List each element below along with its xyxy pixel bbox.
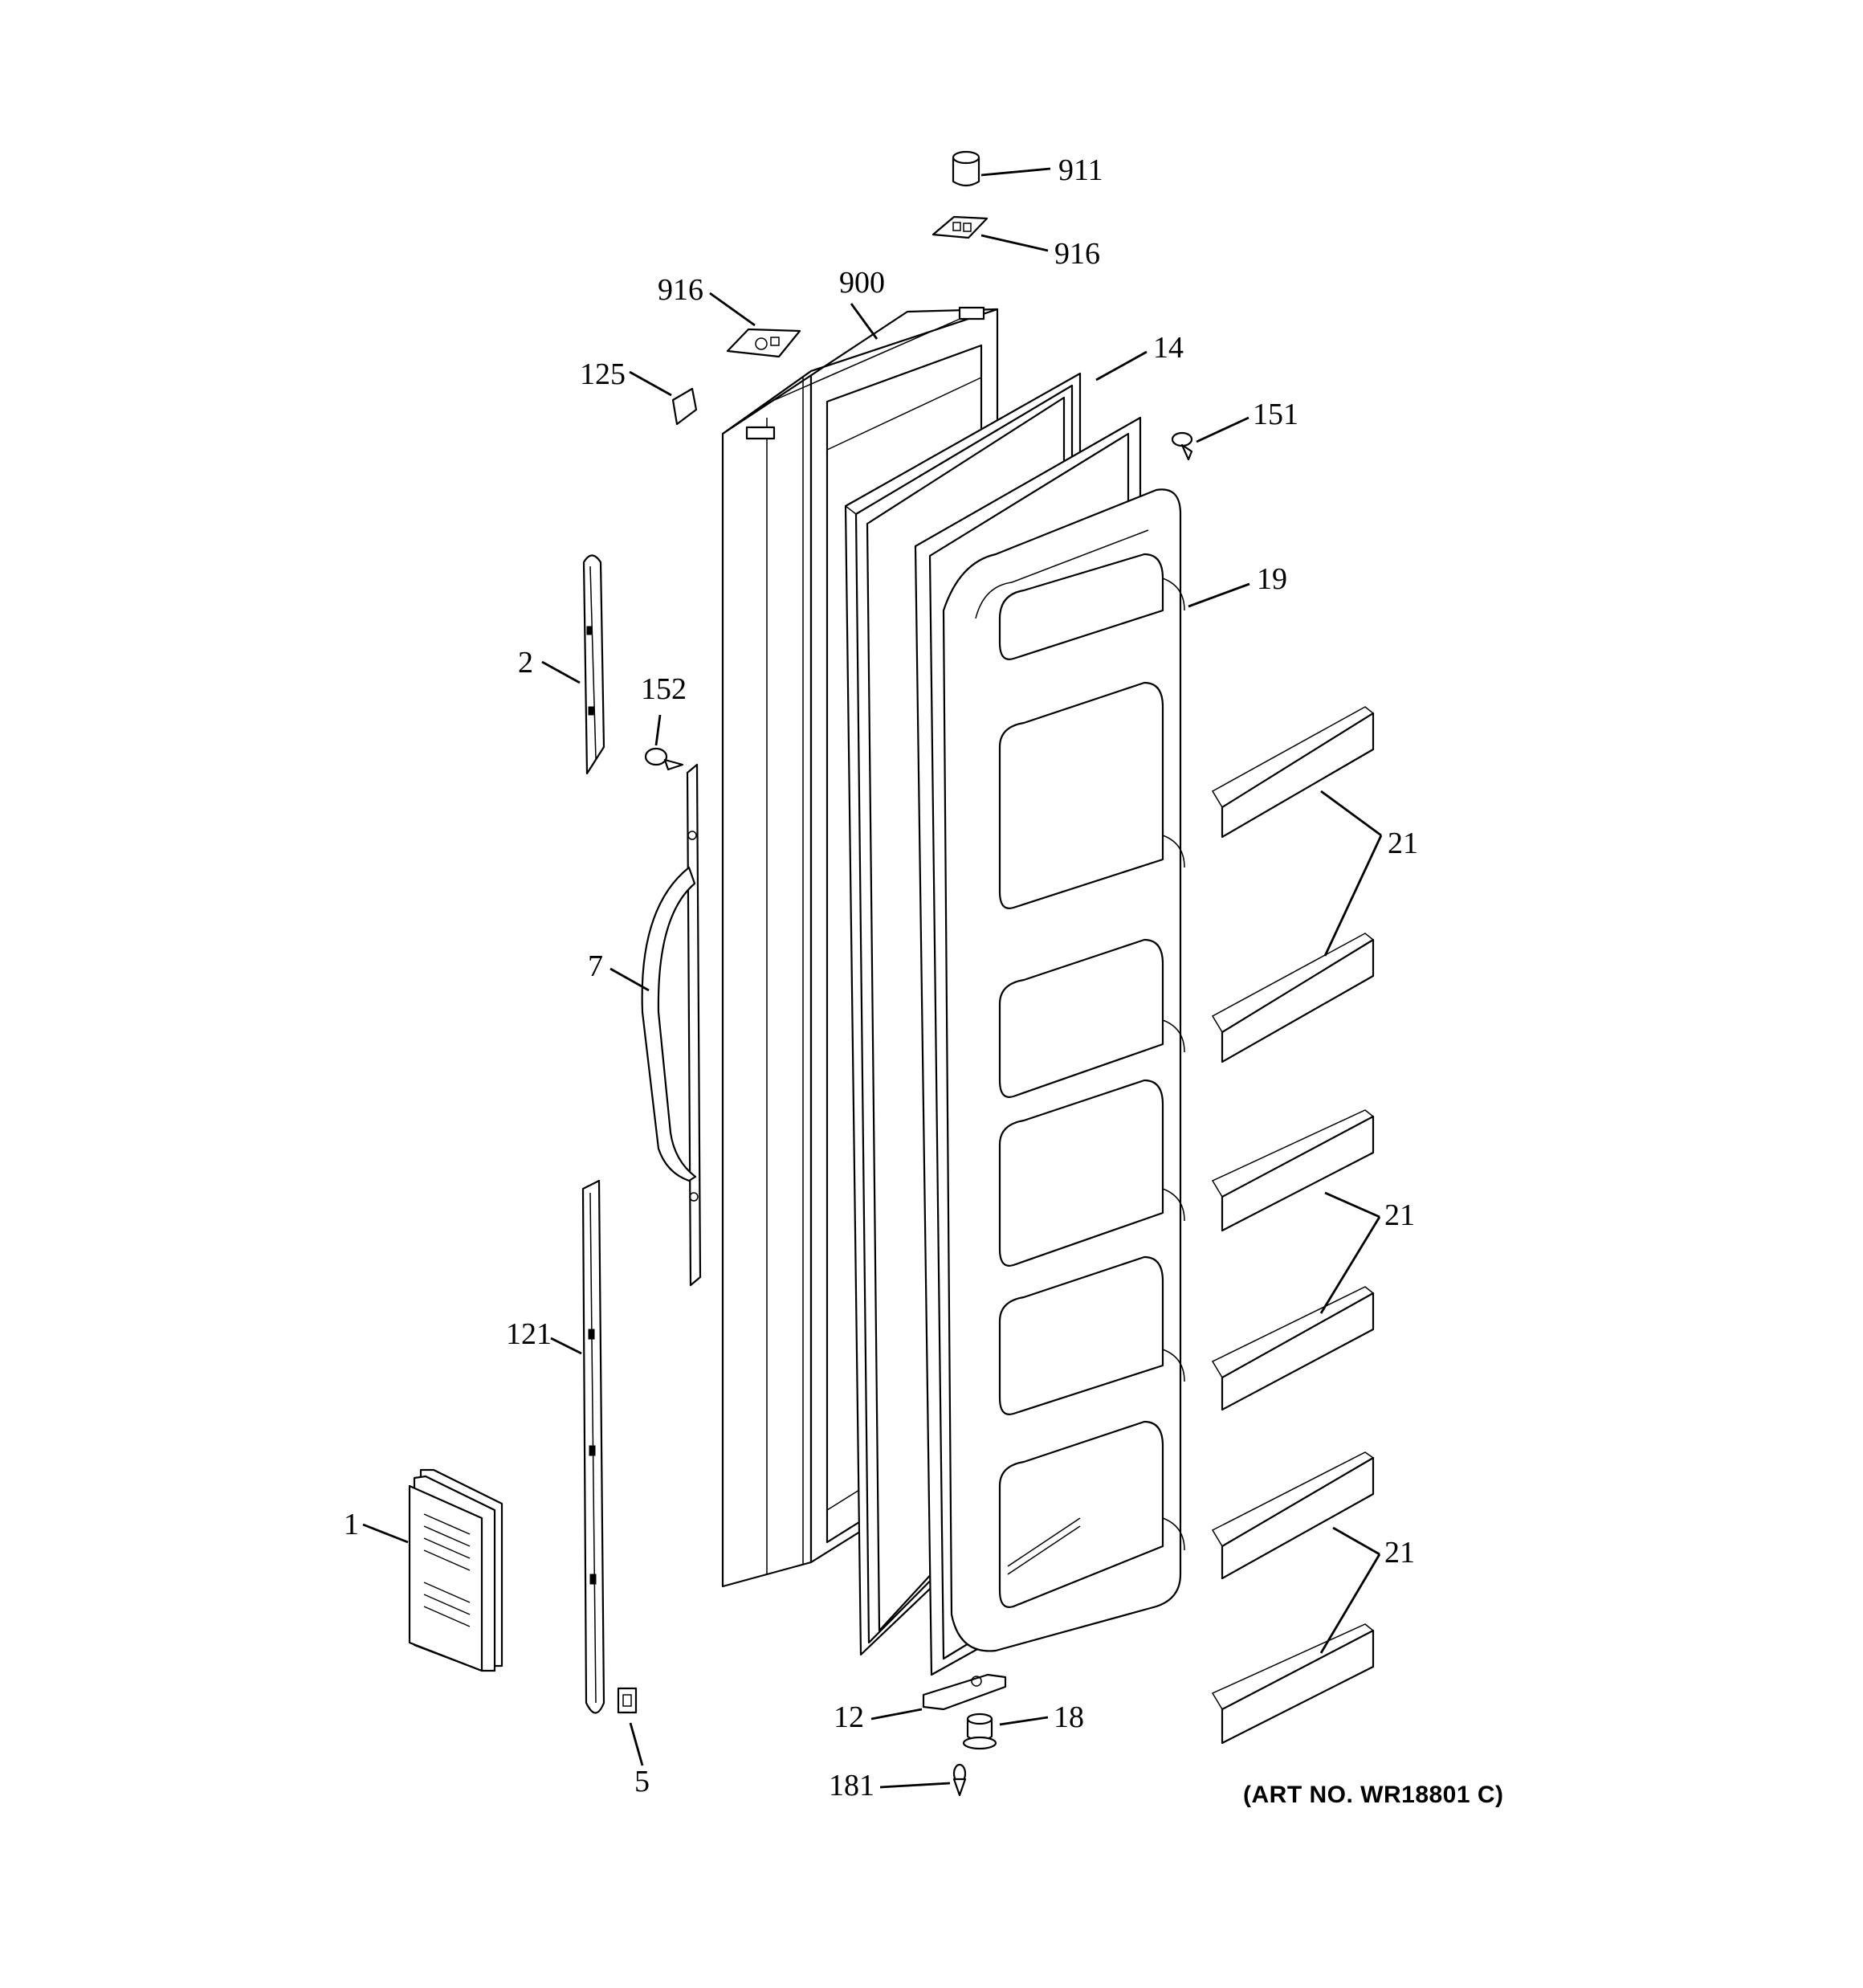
part-21-shelf-rail-6 xyxy=(1211,1623,1375,1745)
part-152-screw xyxy=(644,747,684,771)
part-21-shelf-rail-5 xyxy=(1211,1451,1375,1580)
part-2-top-trim xyxy=(582,554,605,775)
callout-5: 5 xyxy=(634,1765,650,1798)
part-12-bottom-hinge xyxy=(922,1673,1007,1711)
callout-7: 7 xyxy=(588,949,603,983)
callout-916-top: 916 xyxy=(1054,237,1100,271)
part-19-door-liner xyxy=(914,416,1185,1676)
callout-21-b: 21 xyxy=(1384,1198,1415,1232)
part-1-owners-manual xyxy=(408,1468,503,1672)
callout-labels: 911 916 916 900 14 125 151 19 2 152 21 7… xyxy=(344,153,1418,1802)
callout-21-c: 21 xyxy=(1384,1536,1415,1570)
callout-900: 900 xyxy=(839,266,885,300)
callout-14: 14 xyxy=(1153,331,1184,365)
callout-12: 12 xyxy=(834,1700,864,1734)
part-911-hinge-cap xyxy=(952,150,980,187)
part-21-shelf-rail-2 xyxy=(1211,933,1375,1063)
part-125-plug xyxy=(671,387,698,426)
callout-911: 911 xyxy=(1058,153,1103,187)
callout-181: 181 xyxy=(829,1769,874,1802)
callout-916-left: 916 xyxy=(658,273,703,307)
callout-1: 1 xyxy=(344,1508,359,1541)
callout-152: 152 xyxy=(641,672,687,706)
callout-18: 18 xyxy=(1054,1700,1084,1734)
callout-21-a: 21 xyxy=(1388,827,1418,860)
callout-19: 19 xyxy=(1257,562,1287,596)
part-121-bottom-trim xyxy=(581,1179,605,1714)
part-181-screw xyxy=(952,1763,967,1797)
leader-lines xyxy=(362,167,1383,1789)
callout-151: 151 xyxy=(1253,398,1298,431)
part-916-left-shim xyxy=(726,328,801,358)
part-21-shelf-rail-3 xyxy=(1211,1109,1375,1232)
callout-125: 125 xyxy=(580,357,626,391)
callout-2: 2 xyxy=(518,646,533,680)
part-5-clip xyxy=(617,1687,638,1714)
part-7-door-handle xyxy=(641,763,702,1287)
part-916-top-shim xyxy=(932,215,989,239)
callout-121: 121 xyxy=(506,1317,552,1351)
art-number-caption: (ART NO. WR18801 C) xyxy=(1243,1782,1504,1808)
part-18-hinge-bushing xyxy=(962,1712,997,1750)
part-21-shelf-rail-4 xyxy=(1211,1286,1375,1411)
part-21-shelf-rail-1 xyxy=(1211,706,1375,839)
part-151-screw xyxy=(1171,431,1193,461)
